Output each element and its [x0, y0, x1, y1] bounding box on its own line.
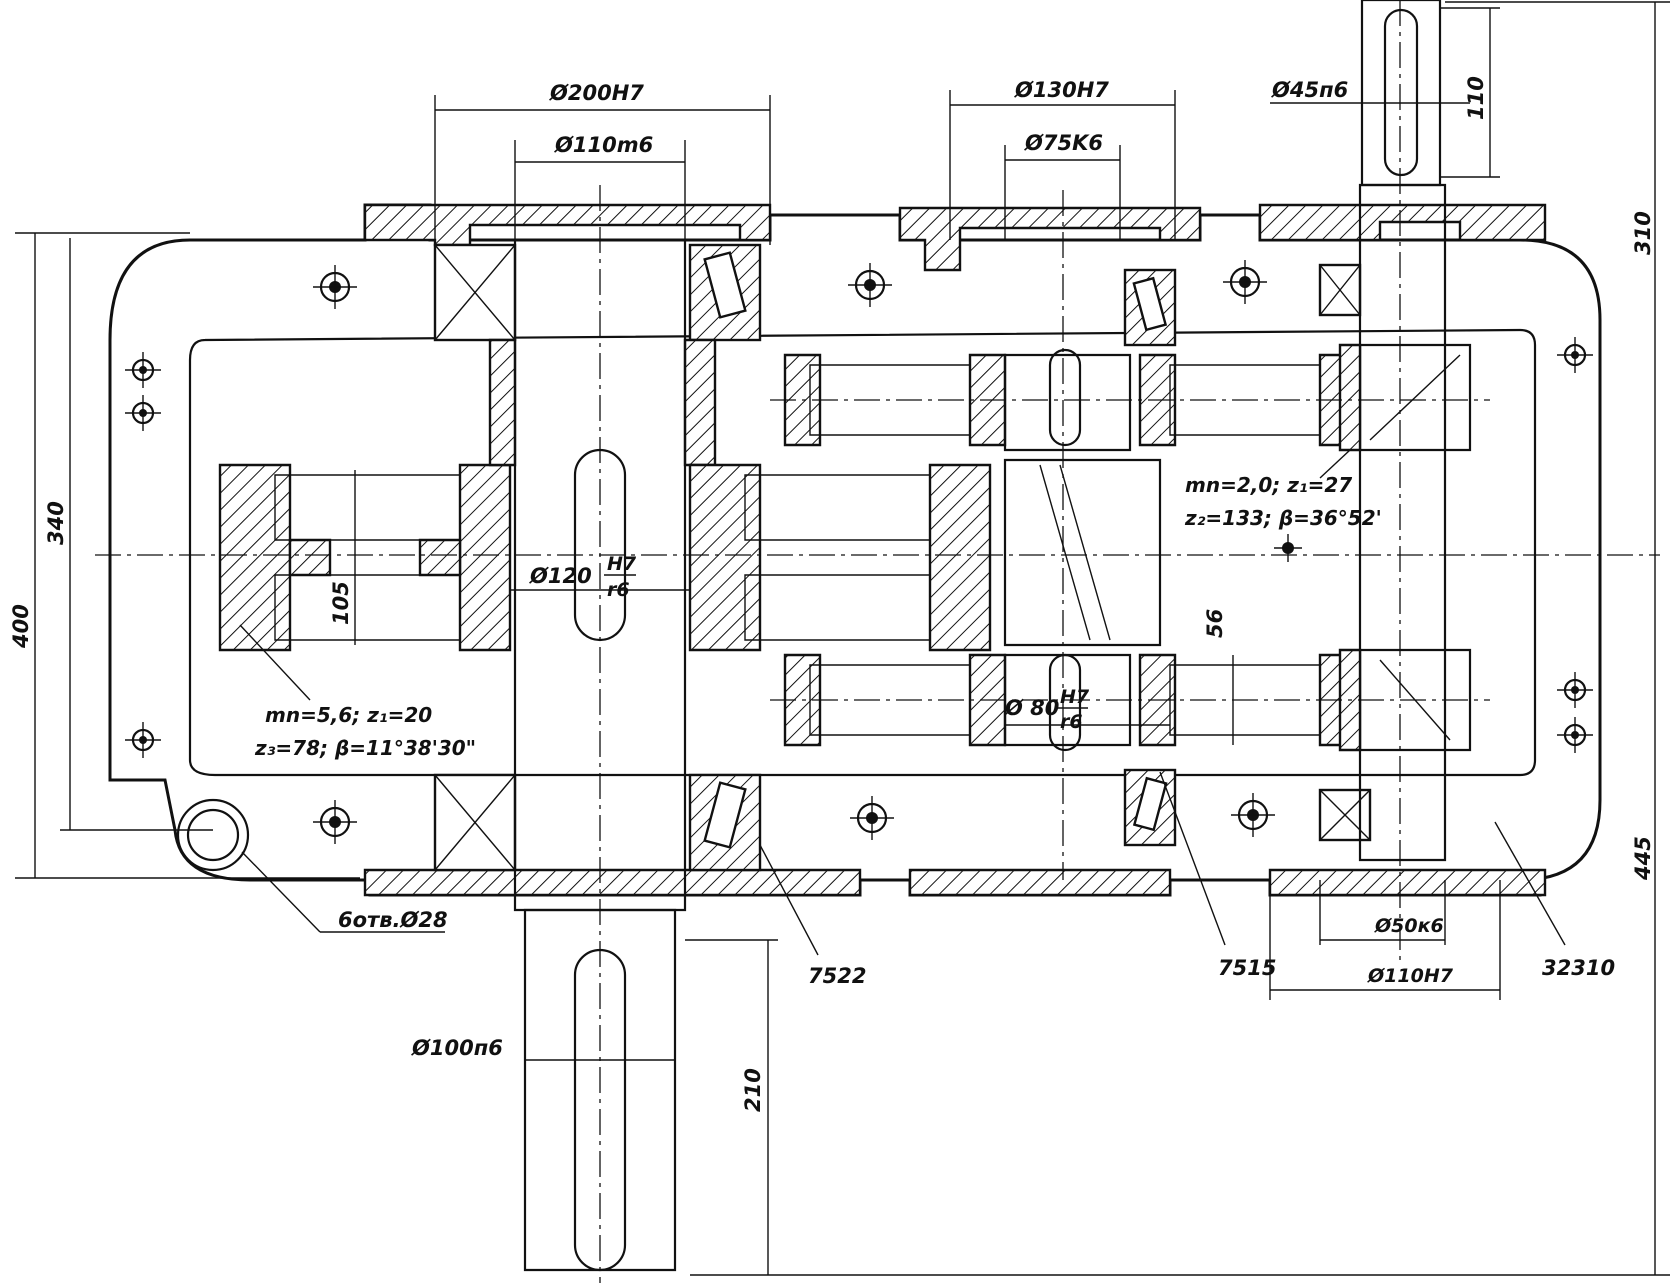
dim-340: 340 [44, 501, 68, 545]
dim-210: 210 [741, 1068, 765, 1112]
callout-text: 6отв.Ø28 7522 7515 32310 [338, 908, 1615, 988]
dim-105: 105 [329, 581, 353, 625]
gear-notes: mn=5,6; z₁=20 z₃=78; β=11°38'30" mn=2,0;… [254, 473, 1382, 760]
leader-lines [239, 449, 1566, 956]
stage1-note-line1: mn=5,6; z₁=20 [265, 703, 432, 727]
dim-110: 110 [1464, 76, 1488, 120]
dim-d80-num: H7 [1060, 686, 1090, 708]
large-gear [218, 338, 992, 652]
dim-d75k6: Ø75K6 [1024, 131, 1103, 155]
dim-d120: Ø120 [529, 564, 592, 588]
dimension-text: Ø200H7 Ø110m6 Ø130H7 Ø75K6 Ø45п6 Ø120 H7… [9, 76, 1655, 1112]
dim-d80: Ø 80 [1004, 696, 1059, 720]
dim-d120-den: r6 [607, 579, 630, 601]
dim-d100n6: Ø100п6 [411, 1036, 503, 1060]
callout-32310: 32310 [1542, 956, 1615, 980]
stage2-note-line2: z₂=133; β=36°52' [1184, 506, 1382, 530]
dimension-lines [15, 1, 1670, 1276]
dim-56: 56 [1203, 609, 1227, 638]
center-lines [95, 0, 1660, 1283]
dim-d200H7: Ø200H7 [549, 81, 644, 105]
stage2-note-line1: mn=2,0; z₁=27 [1185, 473, 1352, 497]
callout-7515: 7515 [1218, 956, 1276, 980]
dim-d120-num: H7 [607, 553, 637, 575]
dim-d80-den: r6 [1060, 711, 1083, 733]
dim-d110m6: Ø110m6 [554, 133, 653, 157]
dim-d50k6: Ø50к6 [1374, 915, 1444, 937]
bottom-base [363, 868, 1547, 897]
dim-d110H7: Ø110H7 [1367, 965, 1454, 987]
dim-445: 445 [1631, 836, 1655, 881]
bearings [433, 243, 1372, 872]
dim-310: 310 [1631, 211, 1655, 255]
callout-7522: 7522 [808, 964, 866, 988]
dim-d130H7: Ø130H7 [1014, 78, 1109, 102]
bolt-symbols [125, 260, 1593, 872]
dim-400: 400 [9, 604, 33, 649]
dim-d45n6: Ø45п6 [1271, 78, 1348, 102]
callout-holes: 6отв.Ø28 [338, 908, 448, 932]
top-cover [363, 203, 1547, 272]
stage1-note-line2: z₃=78; β=11°38'30" [254, 736, 476, 760]
housing-outline [108, 203, 1602, 897]
input-shaft [1338, 0, 1472, 862]
